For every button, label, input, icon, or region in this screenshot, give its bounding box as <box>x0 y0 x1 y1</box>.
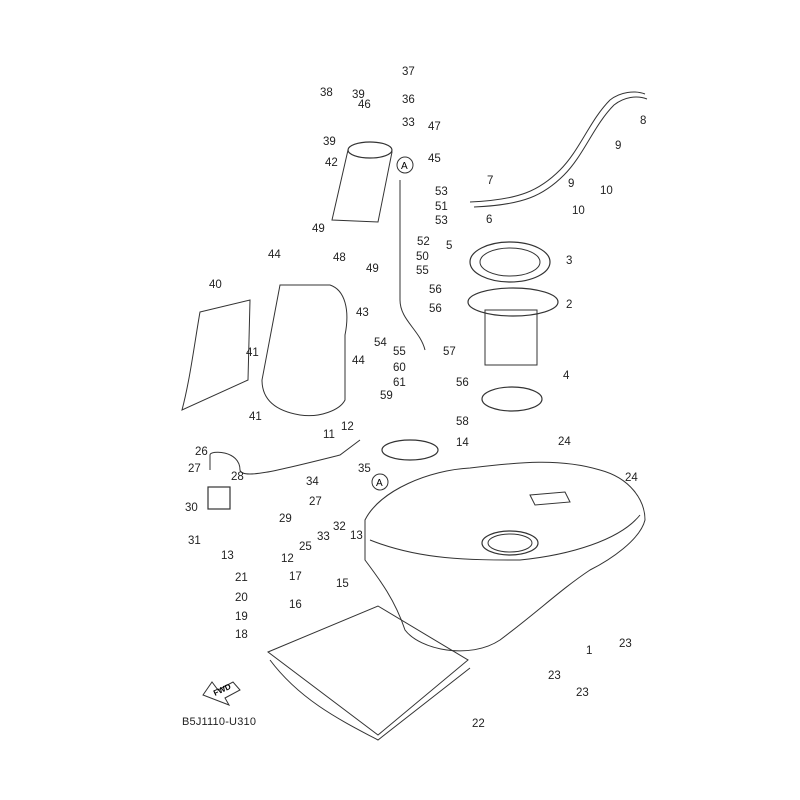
callout-31[interactable]: 31 <box>188 535 201 547</box>
callout-47[interactable]: 47 <box>428 121 441 133</box>
diagram-code: B5J1110-U310 <box>182 716 257 728</box>
callout-4[interactable]: 4 <box>563 370 570 382</box>
callout-27[interactable]: 27 <box>188 463 201 475</box>
callout-41[interactable]: 41 <box>246 347 259 359</box>
drain-hose <box>209 439 361 475</box>
callout-20[interactable]: 20 <box>235 592 248 604</box>
callout-39[interactable]: 39 <box>352 89 365 101</box>
callout-37[interactable]: 37 <box>402 66 415 78</box>
callout-52[interactable]: 52 <box>417 236 430 248</box>
callout-49[interactable]: 49 <box>366 263 379 275</box>
callout-42[interactable]: 42 <box>325 157 338 169</box>
callout-15[interactable]: 15 <box>336 578 349 590</box>
callout-32[interactable]: 32 <box>333 521 346 533</box>
breather-hose <box>399 180 426 351</box>
callout-50[interactable]: 50 <box>416 251 429 263</box>
ref-a-text: A <box>401 161 408 172</box>
callout-3[interactable]: 3 <box>566 255 573 267</box>
fuel-pump[interactable] <box>467 241 559 412</box>
callout-12[interactable]: 12 <box>341 421 354 433</box>
callout-45[interactable]: 45 <box>428 153 441 165</box>
reference-marker-a <box>396 156 414 174</box>
callout-46[interactable]: 46 <box>358 99 371 111</box>
callout-21[interactable]: 21 <box>235 572 248 584</box>
callout-6[interactable]: 6 <box>486 214 493 226</box>
skid-plate[interactable] <box>267 605 471 741</box>
callout-49[interactable]: 49 <box>312 223 325 235</box>
callout-33[interactable]: 33 <box>402 117 415 129</box>
callout-9[interactable]: 9 <box>615 140 622 152</box>
callout-39[interactable]: 39 <box>323 136 336 148</box>
callout-33[interactable]: 33 <box>317 531 330 543</box>
fuel-tank[interactable] <box>364 461 646 652</box>
callout-18[interactable]: 18 <box>235 629 248 641</box>
callout-59[interactable]: 59 <box>380 390 393 402</box>
callout-23[interactable]: 23 <box>619 638 632 650</box>
callout-40[interactable]: 40 <box>209 279 222 291</box>
canister[interactable] <box>331 141 393 223</box>
callout-17[interactable]: 17 <box>289 571 302 583</box>
fuel-hose-outer <box>473 96 648 208</box>
callout-13[interactable]: 13 <box>221 550 234 562</box>
cover-panel[interactable] <box>261 284 348 417</box>
callout-53[interactable]: 53 <box>435 215 448 227</box>
callout-2[interactable]: 2 <box>566 299 573 311</box>
callout-44[interactable]: 44 <box>268 249 281 261</box>
fuel-cap[interactable] <box>381 439 439 461</box>
callout-5[interactable]: 5 <box>446 240 453 252</box>
callout-12[interactable]: 12 <box>281 553 294 565</box>
callout-35[interactable]: 35 <box>358 463 371 475</box>
reference-marker-a <box>371 473 389 491</box>
callout-23[interactable]: 23 <box>548 670 561 682</box>
callout-1[interactable]: 1 <box>586 645 593 657</box>
callout-44[interactable]: 44 <box>352 355 365 367</box>
callout-24[interactable]: 24 <box>625 472 638 484</box>
callout-56[interactable]: 56 <box>429 284 442 296</box>
callout-29[interactable]: 29 <box>279 513 292 525</box>
callout-60[interactable]: 60 <box>393 362 406 374</box>
ref-a-text: A <box>376 478 383 489</box>
callout-27[interactable]: 27 <box>309 496 322 508</box>
callout-9[interactable]: 9 <box>568 178 575 190</box>
callout-8[interactable]: 8 <box>640 115 647 127</box>
callout-43[interactable]: 43 <box>356 307 369 319</box>
callout-55[interactable]: 55 <box>416 265 429 277</box>
fuel-hose <box>469 91 646 203</box>
callout-57[interactable]: 57 <box>443 346 456 358</box>
callout-13[interactable]: 13 <box>350 530 363 542</box>
callout-61[interactable]: 61 <box>393 377 406 389</box>
callout-19[interactable]: 19 <box>235 611 248 623</box>
callout-55[interactable]: 55 <box>393 346 406 358</box>
callout-54[interactable]: 54 <box>374 337 387 349</box>
callout-22[interactable]: 22 <box>472 718 485 730</box>
callout-38[interactable]: 38 <box>320 87 333 99</box>
callout-24[interactable]: 24 <box>558 436 571 448</box>
callout-26[interactable]: 26 <box>195 446 208 458</box>
callout-48[interactable]: 48 <box>333 252 346 264</box>
callout-25[interactable]: 25 <box>299 541 312 553</box>
callout-30[interactable]: 30 <box>185 502 198 514</box>
callout-51[interactable]: 51 <box>435 201 448 213</box>
callout-10[interactable]: 10 <box>600 185 613 197</box>
callout-10[interactable]: 10 <box>572 205 585 217</box>
callout-41[interactable]: 41 <box>249 411 262 423</box>
callout-34[interactable]: 34 <box>306 476 319 488</box>
callout-56[interactable]: 56 <box>429 303 442 315</box>
callout-36[interactable]: 36 <box>402 94 415 106</box>
callout-14[interactable]: 14 <box>456 437 469 449</box>
callout-11[interactable]: 11 <box>323 429 335 441</box>
callout-7[interactable]: 7 <box>487 175 494 187</box>
fwd-arrow-icon <box>202 681 241 706</box>
callout-53[interactable]: 53 <box>435 186 448 198</box>
filter[interactable] <box>207 486 231 510</box>
callout-56[interactable]: 56 <box>456 377 469 389</box>
callout-58[interactable]: 58 <box>456 416 469 428</box>
callout-28[interactable]: 28 <box>231 471 244 483</box>
callout-23[interactable]: 23 <box>576 687 589 699</box>
callout-16[interactable]: 16 <box>289 599 302 611</box>
bracket[interactable] <box>181 299 251 411</box>
